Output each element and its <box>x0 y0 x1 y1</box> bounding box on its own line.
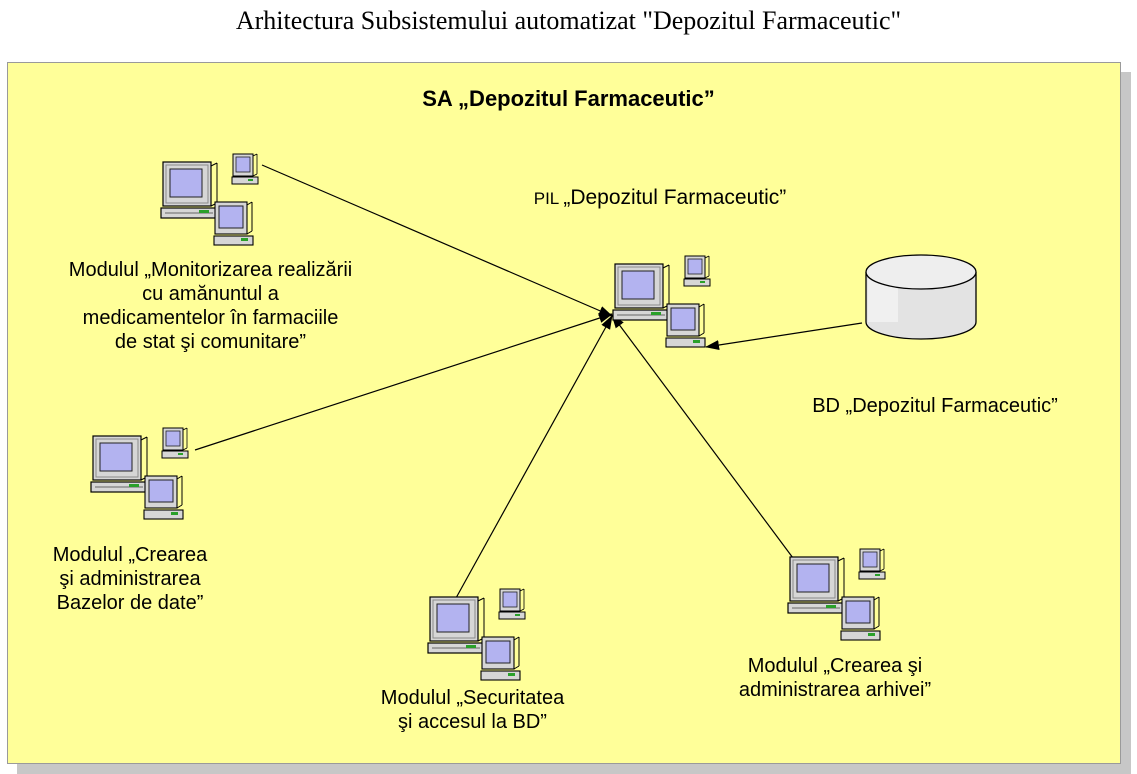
workstation-cluster-icon <box>91 428 188 519</box>
module-monitoring-label: Modulul „Monitorizarea realizării cu amă… <box>68 259 353 353</box>
system-title: SA „Depozitul Farmaceutic” <box>422 86 715 111</box>
connector-db-admin <box>194 313 613 451</box>
connector-database <box>705 322 863 350</box>
module-db-admin-label: Modulul „Crearea şi administrarea Bazelo… <box>52 544 208 614</box>
workstation-cluster-icon <box>428 589 525 680</box>
connection-lines <box>194 164 863 599</box>
module-archive-label: Modulul „Crearea şi administrarea arhive… <box>738 655 932 701</box>
workstation-cluster-icon <box>788 549 885 640</box>
pil-prefix: PIL <box>533 189 564 208</box>
pil-label: PIL „Depozitul Farmaceutic” <box>480 186 840 211</box>
module-security-label: Modulul „Securitatea şi accesul la BD” <box>380 687 565 733</box>
connector-archive <box>611 314 794 559</box>
database-cylinder-icon <box>865 254 977 340</box>
page-title: Arhitectura Subsistemului automatizat "D… <box>235 6 902 35</box>
workstation-cluster-icon <box>161 154 258 245</box>
database-label: BD „Depozitul Farmaceutic” <box>812 395 1058 417</box>
connector-security <box>455 315 613 599</box>
pil-name: „Depozitul Farmaceutic” <box>563 186 787 209</box>
connector-monitoring <box>261 164 613 317</box>
workstation-cluster-icon <box>613 256 710 347</box>
